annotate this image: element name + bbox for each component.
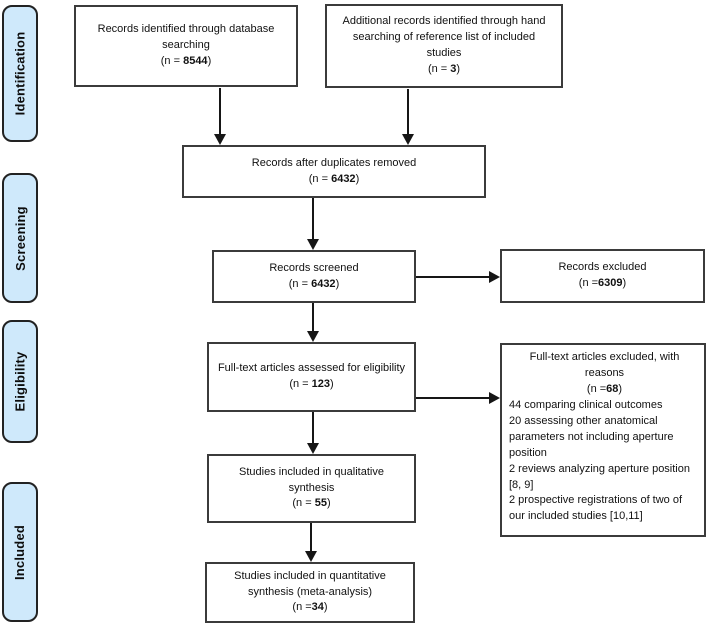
node-records-screened-n: (n = 6432) — [288, 277, 340, 290]
arrow-duplicates-to-screened — [312, 198, 314, 239]
exclusion-reasons-list: 44 comparing clinical outcomes 20 assess… — [509, 398, 700, 526]
node-records-excluded-n: (n =6309) — [578, 277, 627, 289]
node-fulltext-assessed: Full-text articles assessed for eligibil… — [207, 342, 416, 412]
arrowhead-down-icon — [307, 443, 319, 454]
node-records-database-text: Records identified through database sear… — [97, 23, 275, 52]
stage-included-label: Included — [12, 524, 28, 580]
node-qualitative-synthesis-n: (n = 55) — [292, 497, 331, 510]
node-additional-records: Additional records identified through ha… — [325, 4, 563, 88]
arrowhead-down-icon — [214, 134, 226, 145]
arrowhead-down-icon — [307, 331, 319, 342]
stage-eligibility: Eligibility — [2, 320, 38, 443]
node-fulltext-excluded: Full-text articles excluded, with reason… — [500, 343, 706, 537]
node-duplicates-removed-text: Records after duplicates removed — [251, 156, 417, 169]
node-qualitative-synthesis: Studies included in qualitative synthesi… — [207, 454, 416, 523]
arrow-qualitative-to-quantitative — [310, 523, 312, 551]
exclusion-reason-item: 44 comparing clinical outcomes — [509, 398, 663, 411]
exclusion-reason-item: 2 prospective registrations of two of ou… — [509, 494, 683, 523]
stage-identification: Identification — [2, 5, 38, 142]
node-additional-records-n: (n = 3) — [427, 62, 461, 75]
node-fulltext-assessed-n: (n = 123) — [289, 378, 334, 390]
node-records-excluded-text: Records excluded — [558, 261, 647, 274]
stage-screening-label: Screening — [12, 205, 28, 271]
arrowhead-right-icon — [489, 392, 500, 404]
node-fulltext-excluded-n: (n =68) — [586, 382, 623, 395]
node-records-database-n: (n = 8544) — [160, 54, 212, 67]
node-qualitative-synthesis-text: Studies included in qualitative synthesi… — [239, 465, 384, 494]
arrow-assessed-to-excluded — [416, 397, 489, 399]
node-records-screened: Records screened (n = 6432) — [212, 250, 416, 303]
arrow-screened-to-excluded — [416, 276, 489, 278]
node-quantitative-synthesis-n: (n =34) — [292, 601, 328, 614]
node-quantitative-synthesis: Studies included in quantitative synthes… — [205, 562, 415, 623]
arrowhead-down-icon — [305, 551, 317, 562]
exclusion-reason-item: 20 assessing other anatomical parameters… — [509, 414, 674, 459]
stage-screening: Screening — [2, 173, 38, 303]
stage-included: Included — [2, 482, 38, 622]
node-fulltext-assessed-text: Full-text articles assessed for eligibil… — [217, 362, 406, 375]
arrowhead-right-icon — [489, 271, 500, 283]
arrow-database-to-duplicates — [219, 88, 221, 134]
node-duplicates-removed-n: (n = 6432) — [308, 172, 360, 185]
arrow-assessed-to-qualitative — [312, 412, 314, 443]
stage-eligibility-label: Eligibility — [12, 351, 28, 412]
node-additional-records-text: Additional records identified through ha… — [342, 15, 546, 59]
arrow-screened-to-assessed — [312, 303, 314, 331]
stage-identification-label: Identification — [12, 31, 28, 116]
node-records-screened-text: Records screened — [269, 261, 359, 274]
node-fulltext-excluded-text: Full-text articles excluded, with reason… — [529, 351, 680, 379]
arrowhead-down-icon — [402, 134, 414, 145]
node-records-database: Records identified through database sear… — [74, 5, 298, 87]
arrow-handsearch-to-duplicates — [407, 89, 409, 134]
node-records-excluded: Records excluded (n =6309) — [500, 249, 705, 303]
node-quantitative-synthesis-text: Studies included in quantitative synthes… — [234, 569, 386, 598]
arrowhead-down-icon — [307, 239, 319, 250]
exclusion-reason-item: 2 reviews analyzing aperture position [8… — [509, 462, 690, 491]
node-duplicates-removed: Records after duplicates removed (n = 64… — [182, 145, 486, 198]
